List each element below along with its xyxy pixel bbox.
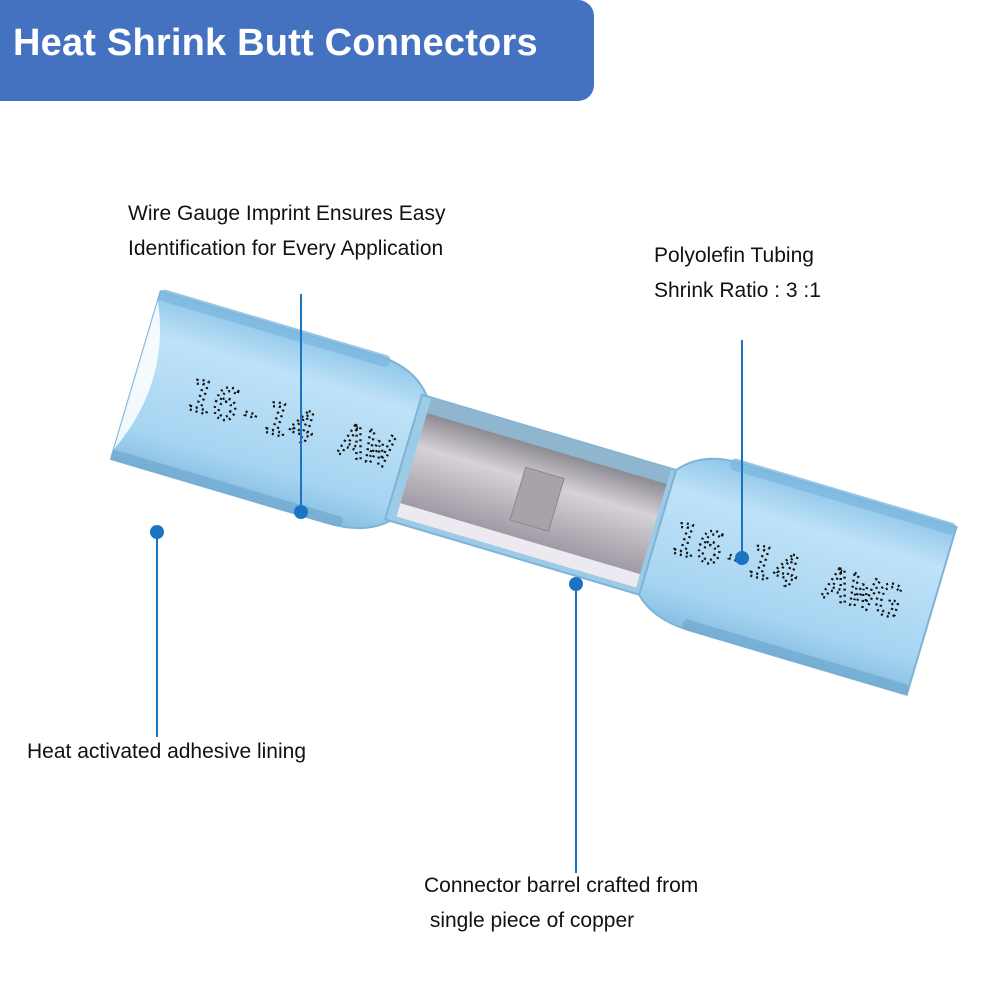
callout-adhesive-line-1: Heat activated adhesive lining	[27, 740, 307, 763]
callout-adhesive-label: Heat activated adhesive lining	[27, 734, 306, 769]
callout-wire-gauge-line-2: Identification for Every Application	[128, 237, 444, 260]
callout-polyolefin-line-1: Polyolefin Tubing	[654, 244, 814, 267]
callout-polyolefin-dot	[735, 551, 749, 565]
callout-polyolefin-line-2: Shrink Ratio : 3 :1	[654, 279, 821, 302]
callout-barrel-label: Connector barrel crafted from single pie…	[424, 868, 698, 938]
callout-wire-gauge-line-1: Wire Gauge Imprint Ensures Easy	[128, 202, 446, 225]
callout-wire-gauge-label: Wire Gauge Imprint Ensures Easy Identifi…	[128, 196, 445, 266]
callout-polyolefin-label: Polyolefin Tubing Shrink Ratio : 3 :1	[654, 238, 821, 308]
callout-barrel-leader	[575, 584, 577, 873]
callout-barrel-line-2: single piece of copper	[424, 909, 635, 932]
callout-polyolefin-leader	[741, 340, 743, 558]
callout-wire-gauge-leader	[300, 294, 302, 512]
page-title: Heat Shrink Butt Connectors	[13, 22, 538, 64]
header-banner: Heat Shrink Butt Connectors	[0, 0, 594, 101]
callout-adhesive-leader	[156, 532, 158, 737]
callout-wire-gauge-dot	[294, 505, 308, 519]
callout-barrel-line-1: Connector barrel crafted from	[424, 874, 699, 897]
